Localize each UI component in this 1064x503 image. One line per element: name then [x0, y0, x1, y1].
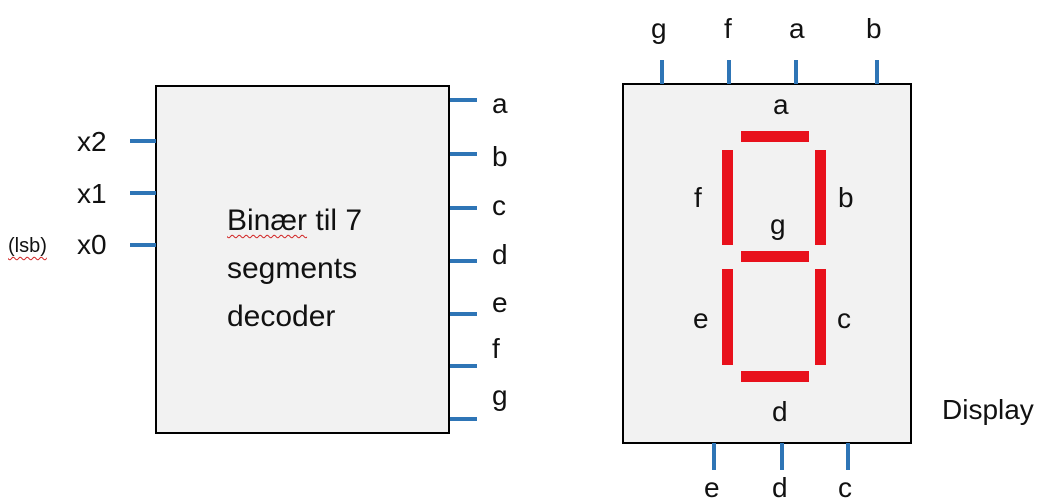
segment-label-f: f — [694, 182, 702, 213]
output-label-g: g — [492, 380, 508, 411]
input-label-x2: x2 — [77, 126, 107, 157]
output-wire-a — [450, 98, 477, 102]
output-wire-b — [450, 152, 477, 156]
input-label-x1: x1 — [77, 178, 107, 209]
top-pin-label-b: b — [866, 13, 882, 44]
top-pin-label-g: g — [651, 13, 667, 44]
output-wire-c — [450, 206, 477, 210]
segment-f — [722, 150, 733, 245]
decoder-title-word: Binær — [227, 204, 308, 237]
decoder-title-line3: decoder — [227, 300, 336, 333]
output-label-d: d — [492, 239, 508, 270]
segment-b — [815, 150, 826, 245]
decoder-title-line2: segments — [227, 252, 358, 285]
segment-a — [741, 131, 809, 142]
output-label-b: b — [492, 141, 508, 172]
bottom-pin-label-e: e — [704, 472, 720, 503]
decoder-title-rest: til 7 — [307, 204, 363, 237]
output-wire-g — [450, 417, 477, 421]
display-block — [622, 83, 912, 444]
output-label-c: c — [492, 190, 506, 221]
segment-e — [722, 269, 733, 365]
segment-label-b: b — [838, 182, 854, 213]
output-wire-d — [450, 259, 477, 263]
bottom-pin-c — [846, 443, 850, 470]
top-pin-g — [660, 60, 664, 84]
input-wire-x1 — [130, 191, 156, 195]
segment-d — [741, 371, 809, 382]
input-label-x0: x0 — [77, 229, 107, 260]
output-wire-e — [450, 312, 477, 316]
input-wire-x2 — [130, 139, 156, 143]
bottom-pin-label-c: c — [838, 472, 852, 503]
decoder-block — [155, 85, 450, 434]
bottom-pin-d — [780, 443, 784, 470]
display-label: Display — [942, 394, 1034, 425]
segment-label-d: d — [772, 396, 788, 427]
lsb-note: (lsb) — [8, 235, 47, 257]
top-pin-a — [794, 60, 798, 84]
segment-c — [815, 269, 826, 365]
segment-label-e: e — [693, 303, 709, 334]
bottom-pin-label-d: d — [772, 472, 788, 503]
output-label-a: a — [492, 88, 508, 119]
top-pin-b — [875, 60, 879, 84]
top-pin-f — [727, 60, 731, 84]
segment-label-c: c — [837, 303, 851, 334]
output-wire-f — [450, 364, 477, 368]
segment-g — [741, 251, 809, 262]
decoder-title: Binær til 7 segments decoder — [227, 197, 362, 341]
segment-label-a: a — [773, 89, 789, 120]
top-pin-label-a: a — [789, 13, 805, 44]
output-label-e: e — [492, 287, 508, 318]
output-label-f: f — [492, 333, 500, 364]
bottom-pin-e — [712, 443, 716, 470]
top-pin-label-f: f — [724, 13, 732, 44]
input-wire-x0 — [130, 243, 156, 247]
segment-label-g: g — [770, 209, 786, 240]
